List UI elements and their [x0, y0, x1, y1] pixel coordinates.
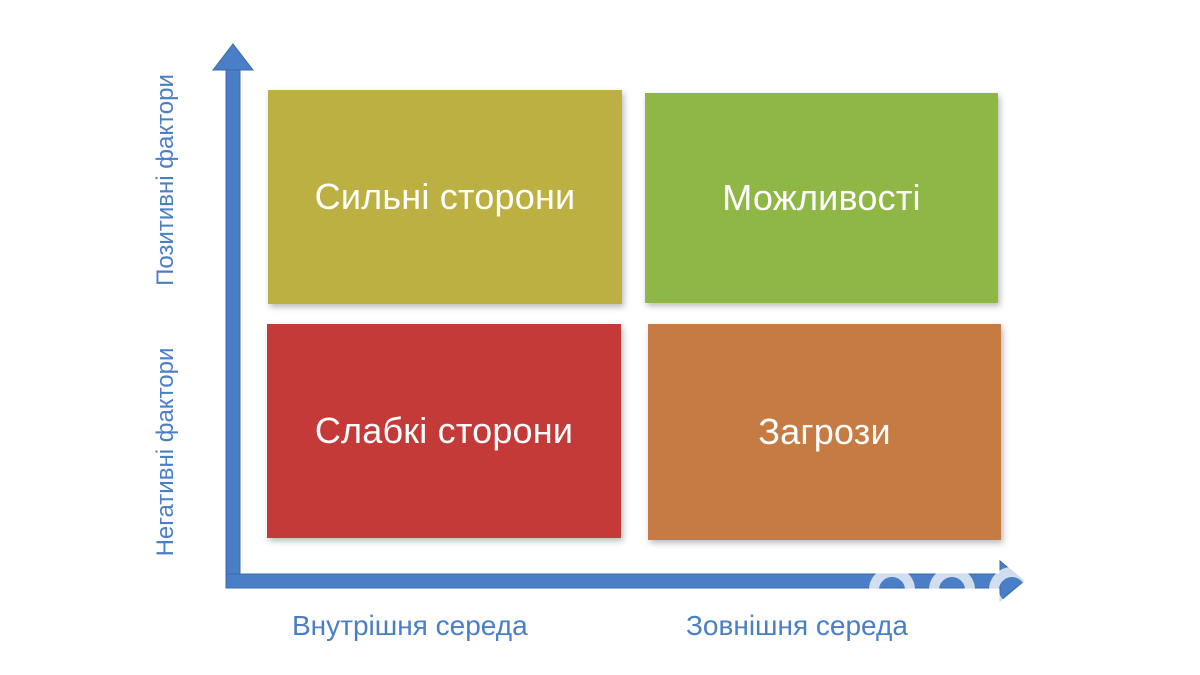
- watermark-logo: [869, 567, 1152, 613]
- y-axis-label-negative: Негативні фактори: [152, 347, 179, 557]
- x-axis-label-internal: Внутрішня середа: [292, 610, 528, 641]
- opportunities-label: Можливості: [722, 177, 921, 218]
- strengths-quadrant: Сильні сторони: [268, 90, 622, 304]
- y-axis-label-positive: Позитивні фактори: [152, 74, 179, 286]
- opportunities-quadrant: Можливості: [645, 93, 998, 303]
- threats-label: Загрози: [758, 411, 891, 452]
- weaknesses-label: Слабкі сторони: [314, 410, 574, 451]
- threats-quadrant: Загрози: [648, 324, 1001, 540]
- y-axis-arrow: [211, 43, 255, 575]
- strengths-label: Сильні сторони: [314, 176, 576, 217]
- x-axis-label-external: Зовнішня середа: [686, 610, 908, 641]
- weaknesses-quadrant: Слабкі сторони: [267, 324, 621, 538]
